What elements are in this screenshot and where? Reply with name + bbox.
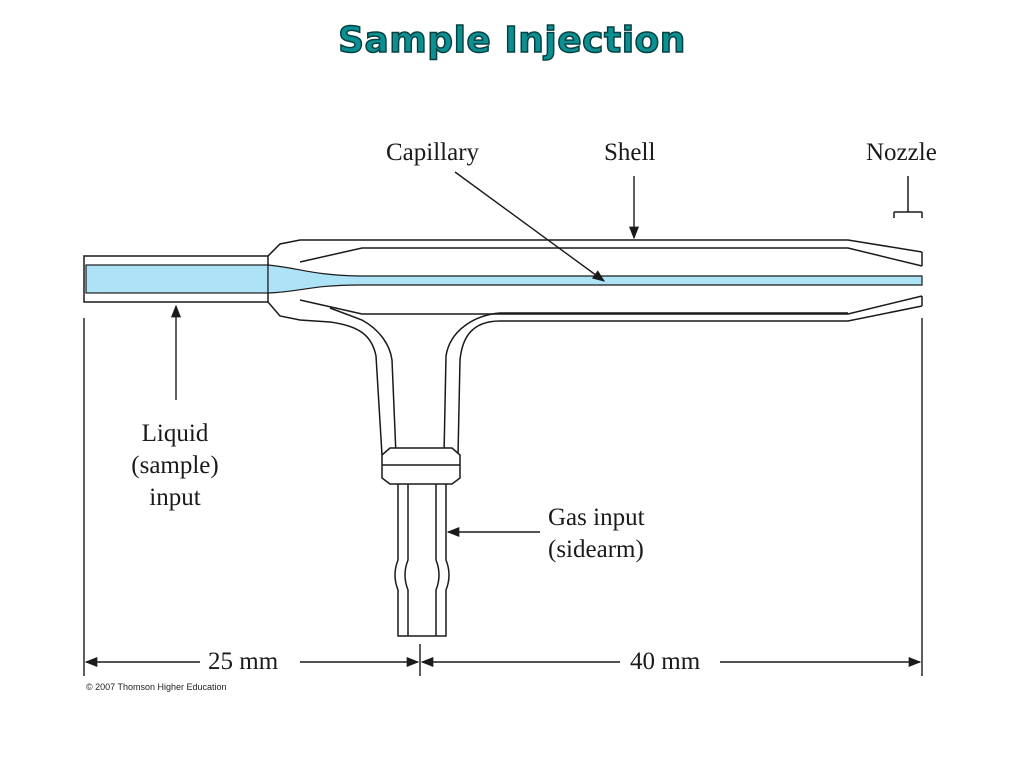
label-liquid-line2: (sample): [131, 452, 219, 479]
label-gas-line1: Gas input: [548, 504, 645, 531]
capillary-channel: [267, 264, 923, 294]
copyright-notice: © 2007 Thomson Higher Education: [86, 682, 227, 692]
sidearm-fitting: [381, 447, 461, 485]
label-gas-line2: (sidearm): [548, 536, 644, 563]
dimension-lines: [83, 318, 923, 676]
liquid-inlet-tube: [83, 255, 269, 303]
label-liquid-line3: input: [149, 484, 201, 511]
dimension-40mm: 40 mm: [630, 648, 701, 675]
label-liquid-input: Liquid (sample) input: [120, 418, 230, 514]
shell-body: [267, 239, 923, 456]
label-nozzle: Nozzle: [866, 139, 937, 166]
nozzle-bracket: [893, 176, 923, 218]
label-shell: Shell: [604, 139, 656, 166]
gas-sidearm-tube: [394, 484, 450, 637]
label-liquid-line1: Liquid: [141, 420, 209, 447]
slide-title: Sample Injection: [337, 19, 686, 62]
label-gas-input: Gas input (sidearm): [548, 502, 645, 566]
label-capillary: Capillary: [386, 139, 480, 166]
dimension-25mm: 25 mm: [208, 648, 279, 675]
capillary-arrow: [454, 171, 606, 282]
